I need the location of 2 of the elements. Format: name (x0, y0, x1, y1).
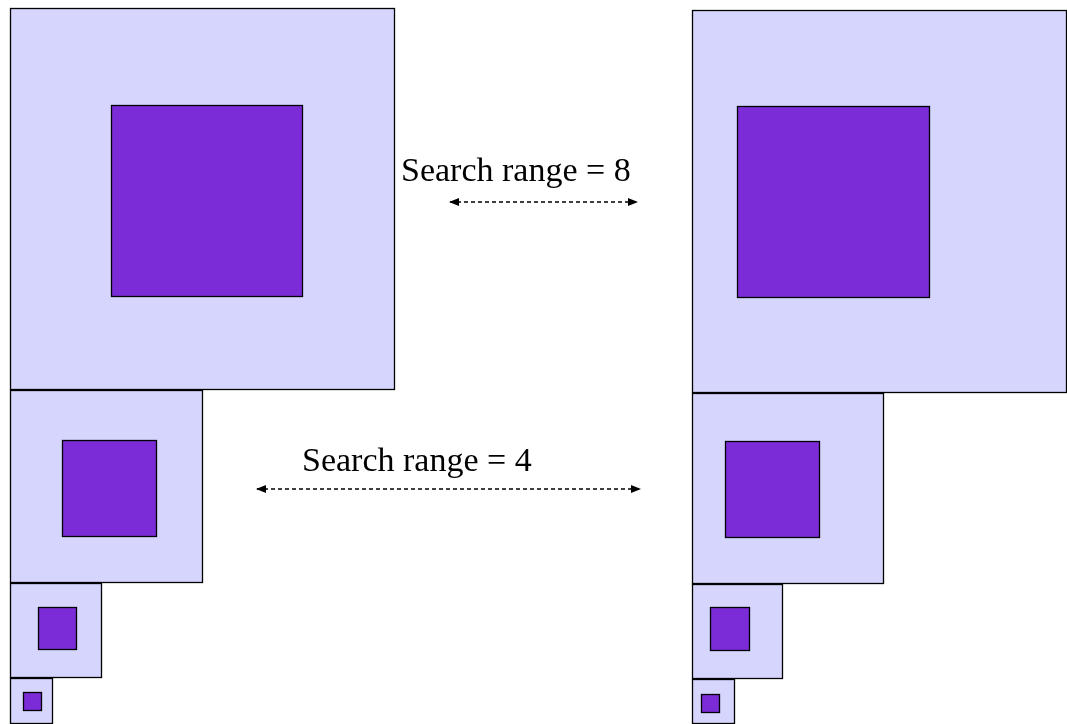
range-label: Search range = 8 (401, 150, 631, 190)
range-label: Search range = 4 (302, 440, 532, 480)
